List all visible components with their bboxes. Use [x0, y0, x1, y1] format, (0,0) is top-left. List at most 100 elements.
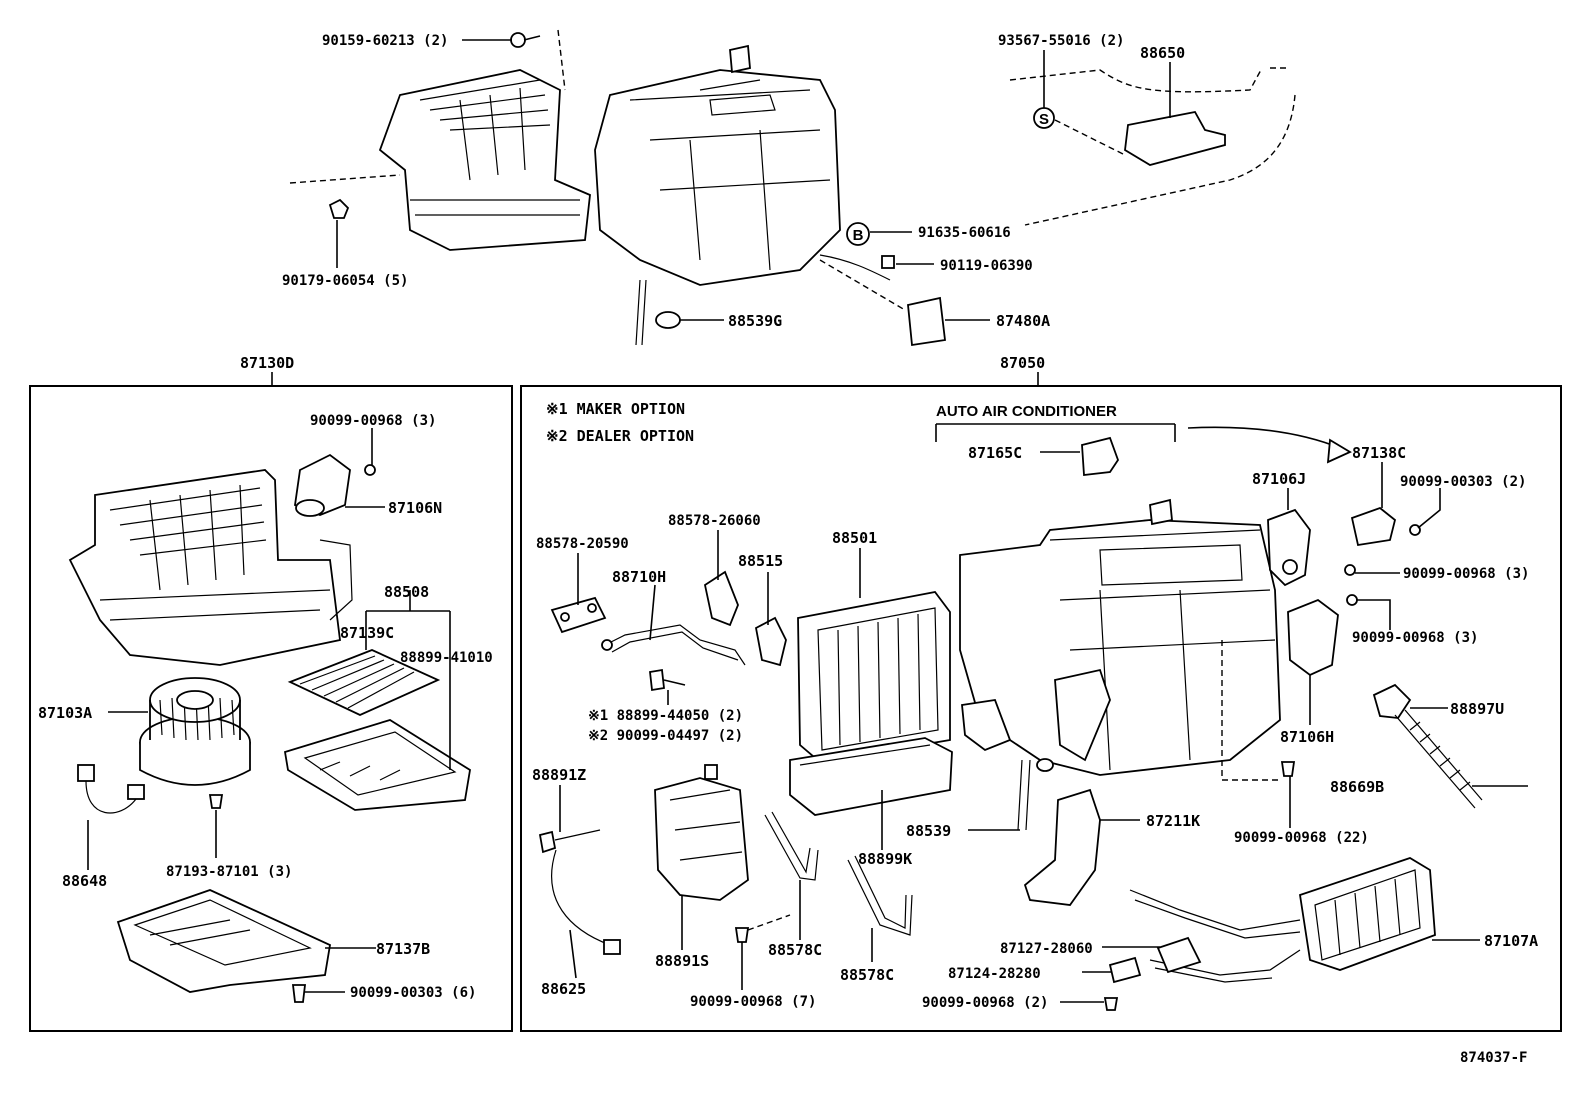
aspirator-88897u-icon [1372, 683, 1412, 719]
right-box-frame [520, 385, 1562, 1032]
valve-88515-icon [754, 616, 787, 667]
callout-s: S [1033, 107, 1055, 129]
label-88650: 88650 [1140, 44, 1185, 62]
left-box-frame [29, 385, 513, 1032]
label-87137b: 87137B [376, 940, 430, 958]
label-87139c: 87139C [340, 624, 394, 642]
blower-motor-87103a-icon [139, 677, 251, 786]
label-88625: 88625 [541, 980, 586, 998]
screw-90099-00968-2-icon [1103, 997, 1119, 1011]
pipe-clamp-88578c-b-icon [847, 855, 913, 936]
label-88501: 88501 [832, 529, 877, 547]
heater-core-87107a-icon [1129, 857, 1436, 983]
right-leader-lines [559, 451, 1528, 1003]
note-maker-option: ※1 MAKER OPTION [546, 400, 685, 418]
label-88515: 88515 [738, 552, 783, 570]
servo-87106h-icon [1287, 564, 1358, 677]
note-dealer-option: ※2 DEALER OPTION [546, 427, 694, 445]
label-88710h: 88710H [612, 568, 666, 586]
drain-pan-88899k-icon [789, 737, 953, 816]
svg-text:S: S [1039, 111, 1049, 128]
label-88539: 88539 [906, 822, 951, 840]
label-90159: 90159-60213 (2) [322, 33, 448, 49]
screw-90099-00968-7-icon [734, 914, 791, 943]
label-88578-26060: 88578-26060 [668, 513, 761, 529]
label-90099-00968-3b: 90099-00968 (3) [1352, 630, 1478, 646]
label-88539g: 88539G [728, 312, 782, 330]
label-87138c: 87138C [1352, 444, 1406, 462]
callout-b: B [846, 222, 870, 246]
harness-88625-icon [551, 849, 621, 955]
pipe-88710h-icon [601, 624, 746, 666]
label-87193: 87193-87101 (3) [166, 864, 292, 880]
label-88899-41010: 88899-41010 [400, 650, 493, 666]
label-left-90099-3: 90099-00968 (3) [310, 413, 436, 429]
label-90099-00968-3a: 90099-00968 (3) [1403, 566, 1529, 582]
thermistor-88891z-icon [538, 829, 601, 854]
label-90099-00968-2: 90099-00968 (2) [922, 995, 1048, 1011]
nut-90179-icon [328, 198, 350, 219]
left-leader-lines [87, 428, 451, 993]
sensor-87165c-icon [1081, 436, 1120, 477]
clamp-87124-icon [1108, 956, 1142, 984]
label-87165c: 87165C [968, 444, 1022, 462]
label-88648: 88648 [62, 872, 107, 890]
servo-87106j-icon [1267, 508, 1311, 587]
label-88669b: 88669B [1330, 778, 1384, 796]
left-box-title: 87130D [240, 354, 294, 372]
label-88891s: 88891S [655, 952, 709, 970]
auto-ac-heading: AUTO AIR CONDITIONER [936, 403, 1117, 420]
label-87106j: 87106J [1252, 470, 1306, 488]
sensor-87138c-icon [1350, 506, 1421, 547]
module-88650-icon [1009, 67, 1296, 226]
label-87106h: 87106H [1280, 728, 1334, 746]
hose-88669b-icon [1394, 709, 1483, 809]
amplifier-87480a-icon [907, 296, 946, 347]
label-left-90099-6: 90099-00303 (6) [350, 985, 476, 1001]
label-87480a: 87480A [996, 312, 1050, 330]
figure-id: 874037-F [1460, 1050, 1527, 1066]
screw-87193-icon [208, 794, 224, 809]
label-87107a: 87107A [1484, 932, 1538, 950]
label-91635: 91635-60616 [918, 225, 1011, 241]
label-90099-00968-7: 90099-00968 (7) [690, 994, 816, 1010]
label-88578c-a: 88578C [768, 941, 822, 959]
label-87106n: 87106N [388, 499, 442, 517]
screw-90099-00968-22-icon [1280, 761, 1296, 777]
grommet-88539g-icon [655, 311, 681, 329]
hose-88539-icon [1017, 758, 1054, 831]
label-90099-04497: ※2 90099-04497 (2) [588, 728, 743, 744]
top-leader-lines [336, 39, 1171, 321]
label-90179: 90179-06054 (5) [282, 273, 408, 289]
label-88578c-b: 88578C [840, 966, 894, 984]
label-87103a: 87103A [38, 704, 92, 722]
clip-90159-icon [510, 32, 541, 48]
filter-case-88899-icon [283, 719, 471, 811]
bracket-88578-20590-icon [550, 596, 607, 634]
label-87127: 87127-28060 [1000, 941, 1093, 957]
harness-88648-icon [77, 764, 145, 814]
label-88899k: 88899K [858, 850, 912, 868]
label-88897u: 88897U [1450, 700, 1504, 718]
evaporator-88501-icon [797, 591, 951, 763]
main-unit-87050-icon [959, 498, 1281, 781]
label-88891z: 88891Z [532, 766, 586, 784]
top-hvac-assembly [289, 29, 906, 346]
screw-90099-00303-icon [291, 984, 307, 1003]
label-90099-00968-22: 90099-00968 (22) [1234, 830, 1369, 846]
filter-87139c-icon [287, 649, 441, 716]
bolt-88899-44050-icon [649, 668, 686, 692]
duct-87211k-icon [1023, 788, 1101, 906]
pipe-clamp-88578c-a-icon [764, 811, 819, 881]
blower-housing-87130d-icon [68, 469, 353, 666]
amplifier-88891s-icon [654, 764, 749, 901]
valve-87127-icon [1156, 936, 1202, 974]
label-88508: 88508 [384, 583, 429, 601]
servo-87106n-icon [294, 453, 376, 517]
label-88899-44050: ※1 88899-44050 (2) [588, 708, 743, 724]
lower-case-87137b-icon [116, 889, 332, 993]
right-box-title: 87050 [1000, 354, 1045, 372]
label-90119: 90119-06390 [940, 258, 1033, 274]
label-88578-20590: 88578-20590 [536, 536, 629, 552]
